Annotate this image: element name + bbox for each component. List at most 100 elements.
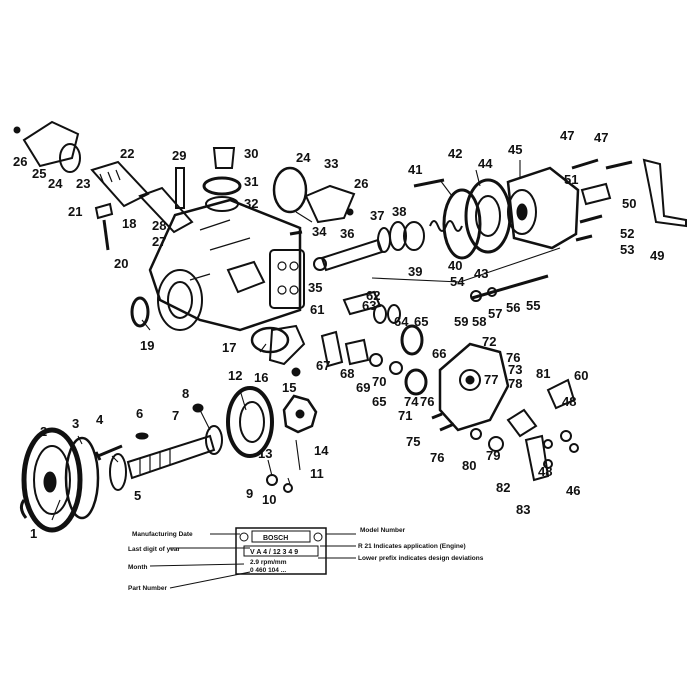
callout-21: 21: [68, 204, 82, 219]
plate-code: V A 4 / 12 3 4 9: [250, 549, 298, 556]
callout-66: 66: [432, 346, 446, 361]
bracket-67-part: [320, 330, 344, 368]
callout-11: 11: [310, 466, 324, 481]
callout-42: 42: [448, 146, 462, 161]
valve-assembly-part: [175, 147, 242, 212]
callout-28: 28: [152, 218, 166, 233]
callout-47: 47: [560, 128, 574, 143]
callout-7: 7: [172, 408, 179, 423]
callout-57: 57: [488, 306, 502, 321]
callout-n24b: 24: [296, 150, 311, 165]
callout-15: 15: [282, 380, 296, 395]
callout-58: 58: [472, 314, 486, 329]
callout-39: 39: [408, 264, 422, 279]
callout-18: 18: [122, 216, 136, 231]
callout-34: 34: [312, 224, 327, 239]
lever-82-part: [506, 408, 538, 438]
callout-46: 46: [566, 483, 580, 498]
callout-55: 55: [526, 298, 540, 313]
callout-23: 23: [76, 176, 90, 191]
callout-22: 22: [120, 146, 134, 161]
bracket-49-part: [642, 158, 687, 228]
nameplate-box: [235, 527, 327, 575]
fitting-50-part: [580, 182, 612, 206]
plate-line2: 2.9 rpm/mm: [250, 559, 287, 566]
sleeve-22-part: [90, 160, 150, 208]
bolt-47b-part: [605, 160, 633, 170]
washer-part: [283, 483, 293, 493]
pump-housing-part: [148, 198, 305, 332]
bosch-logo-icon-right: [313, 532, 323, 542]
callout-73: 73: [508, 362, 522, 377]
ring-64-part: [387, 304, 401, 324]
ring-part: [109, 453, 127, 491]
key-part: [135, 432, 149, 440]
valve-66-part: [400, 324, 424, 356]
governor-cover-part: [438, 342, 510, 432]
callout-36: 36: [340, 226, 354, 241]
callout-33: 33: [324, 156, 338, 171]
callout-30: 30: [244, 146, 258, 161]
bolt-76-part: [431, 412, 443, 420]
bolt-52-part: [579, 214, 603, 224]
leader-lines: [51, 160, 561, 521]
callout-8: 8: [182, 386, 189, 401]
shaft-36-part: [320, 238, 384, 272]
callout-17: 17: [222, 340, 236, 355]
seal-part: [130, 296, 150, 328]
pin-20-part: [102, 219, 110, 251]
bolt-53-part: [575, 234, 593, 242]
legend-part-number: Part Number: [128, 585, 167, 592]
callout-76: 76: [506, 350, 520, 365]
callout-43: 43: [474, 266, 488, 281]
legend-last-digit-year: Last digit of year: [128, 546, 180, 553]
ring-46-part: [569, 443, 579, 453]
ring-48b-part: [543, 439, 553, 449]
ring-48-part: [560, 430, 572, 442]
legend-model-number: Model Number: [360, 527, 406, 534]
drive-shaft-part: [126, 425, 223, 480]
ring-70-part: [389, 361, 403, 375]
tube-27-part: [138, 186, 194, 234]
callout-4: 4: [96, 412, 104, 427]
ring-69-part: [369, 353, 383, 367]
valve-71-part: [404, 368, 428, 396]
callout-82: 82: [496, 480, 510, 495]
pin-21-part: [94, 202, 114, 220]
plate-brand: BOSCH: [263, 535, 288, 542]
end-cover-part: [506, 166, 580, 250]
callout-60: 60: [574, 368, 588, 383]
governor-gear-part: [282, 394, 318, 434]
code-box: [243, 545, 319, 557]
oring-24b-part: [272, 166, 308, 214]
callout-10: 10: [262, 492, 276, 507]
legend-month: Month: [128, 564, 148, 571]
callout-68: 68: [340, 366, 354, 381]
callout-n26b: 26: [354, 176, 368, 191]
feed-pump-rotor-part: [442, 178, 512, 260]
callout-81: 81: [536, 366, 550, 381]
callout-1: 1: [30, 526, 37, 541]
callout-3: 3: [72, 416, 79, 431]
callout-77: 77: [484, 372, 498, 387]
callout-51: 51: [564, 172, 578, 187]
bolt-part: [94, 444, 123, 461]
pin-41-part: [413, 178, 445, 188]
brand-box: [251, 530, 311, 543]
callout-31: 31: [244, 174, 258, 189]
callout-62: 62: [366, 288, 380, 303]
callout-70: 70: [372, 374, 386, 389]
ring-37-part: [377, 227, 391, 253]
callout-83: 83: [516, 502, 530, 517]
callout-72: 72: [482, 334, 496, 349]
parts-layer: [13, 120, 687, 533]
spring-60-part: [546, 378, 576, 410]
shaft-55-part: [471, 274, 549, 300]
callout-20: 20: [114, 256, 128, 271]
key8-part: [192, 403, 204, 413]
callout-5: 5: [134, 488, 141, 503]
bolt-75-part: [439, 422, 455, 432]
callout-35: 35: [308, 280, 322, 295]
washer-79-part: [488, 436, 504, 452]
